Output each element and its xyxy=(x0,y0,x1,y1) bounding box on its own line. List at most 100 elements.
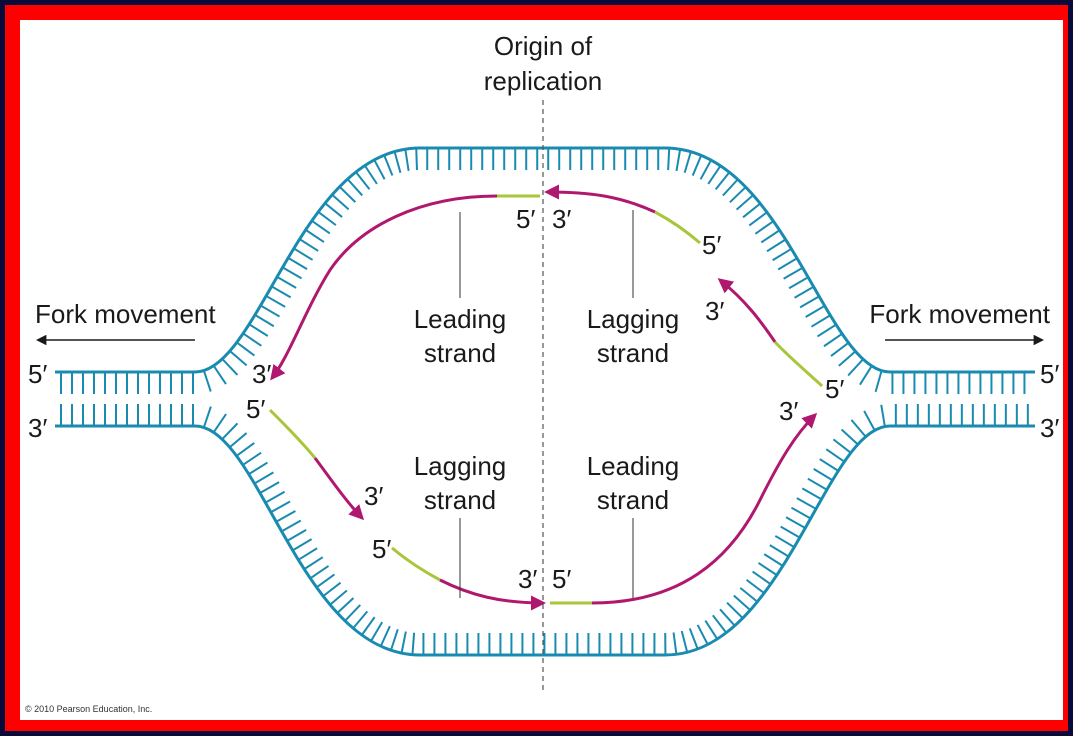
end-label-top-right-3: 3′ xyxy=(705,296,724,326)
base-pair-rung xyxy=(344,604,361,622)
base-pair-rung xyxy=(840,428,859,446)
base-pair-rung xyxy=(719,608,736,627)
base-pair-rung xyxy=(742,202,761,219)
end-label-right-top-5: 5′ xyxy=(1040,359,1059,389)
base-pair-rung xyxy=(722,178,739,197)
base-pair-rung xyxy=(754,220,774,235)
base-pair-rung xyxy=(830,341,850,357)
end-label-top-center-3: 3′ xyxy=(552,204,571,234)
base-pair-rung xyxy=(248,323,269,337)
base-pair-rung xyxy=(825,448,845,463)
base-pair-rung xyxy=(813,468,834,482)
lagging-fragment-top-right xyxy=(544,184,656,214)
base-pair-rung xyxy=(324,202,343,218)
primer-top-right-2 xyxy=(773,340,824,388)
base-pair-rung xyxy=(780,525,801,539)
base-pair-rung xyxy=(850,419,867,438)
base-pair-rung xyxy=(329,589,348,606)
primer-bottom-left-1 xyxy=(268,408,317,459)
base-pair-rung xyxy=(745,579,765,594)
base-pair-rung xyxy=(338,186,357,203)
base-pair-rung xyxy=(863,410,876,431)
base-pair-rung xyxy=(823,333,843,348)
base-pair-rung xyxy=(672,632,678,655)
end-label-bottom-left-3: 3′ xyxy=(364,481,383,511)
base-pair-rung xyxy=(832,438,852,454)
end-label-right-bottom-3: 3′ xyxy=(1040,413,1059,443)
base-pair-rung xyxy=(774,535,795,548)
base-pair-rung xyxy=(699,159,713,180)
base-pair-rung xyxy=(275,510,296,523)
lagging-fragment-top-right-2 xyxy=(717,278,777,343)
base-pair-rung xyxy=(810,314,831,328)
parental-strand-bottom xyxy=(55,424,1035,657)
base-pair-rung xyxy=(292,538,313,552)
base-pair-rung xyxy=(704,620,719,640)
base-pair-rung xyxy=(253,471,274,485)
base-pair-rung xyxy=(322,581,342,597)
base-pair-rung xyxy=(264,490,286,504)
end-label-left-top-5: 5′ xyxy=(28,359,47,389)
base-pair-rung xyxy=(748,211,768,227)
base-pair-rung xyxy=(772,247,792,262)
base-pair-rung xyxy=(783,266,804,280)
base-pair-rung xyxy=(305,229,325,243)
leading-strand-top-label-1: Leading xyxy=(414,304,507,334)
base-pair-rung xyxy=(696,624,709,645)
base-pair-rung xyxy=(766,238,787,253)
base-pair-rung xyxy=(221,358,239,376)
base-pair-rung xyxy=(202,406,212,428)
base-pair-rung xyxy=(769,544,790,558)
base-pair-rung xyxy=(355,171,371,190)
base-pair-rung xyxy=(286,529,307,542)
parental-strand-top xyxy=(55,146,1035,374)
base-pair-rung xyxy=(260,304,281,318)
base-pair-rung xyxy=(254,314,275,328)
base-pair-rung xyxy=(235,442,255,457)
end-label-top-right-5: 5′ xyxy=(702,230,721,260)
base-pair-rung xyxy=(248,461,268,476)
base-pair-rung xyxy=(752,570,772,586)
lagging-fragment-bottom-left-1 xyxy=(313,457,365,521)
base-pair-rung xyxy=(788,276,809,290)
base-pair-rung xyxy=(317,211,337,226)
base-pair-rung xyxy=(316,573,336,589)
base-pair-rung xyxy=(242,451,262,466)
lagging-strand-bottom-label-1: Lagging xyxy=(414,451,507,481)
end-label-bottom-mid-5: 5′ xyxy=(372,534,391,564)
base-pair-rung xyxy=(735,194,754,211)
origin-label-line1: Origin of xyxy=(494,31,593,61)
base-pair-rung xyxy=(799,295,820,309)
base-pair-rung xyxy=(276,275,297,289)
base-pair-rung xyxy=(790,506,812,520)
base-pair-rung xyxy=(847,358,864,377)
leading-strand-bottom-label-1: Leading xyxy=(587,451,680,481)
base-pair-rung xyxy=(242,332,262,347)
base-pair-rung xyxy=(370,621,384,642)
base-pair-rung xyxy=(729,186,747,204)
base-pair-rung xyxy=(680,630,689,653)
base-pair-rung xyxy=(379,625,391,647)
base-pair-rung xyxy=(212,413,227,433)
leading-strand-bottom-label-2: strand xyxy=(597,485,669,515)
base-pair-rung xyxy=(373,159,386,180)
origin-label-line2: replication xyxy=(484,66,603,96)
base-pair-rung xyxy=(667,148,671,171)
fork-movement-left-label: Fork movement xyxy=(35,299,216,329)
base-pair-rung xyxy=(404,149,410,172)
base-pair-rung xyxy=(336,597,355,614)
copyright-text: © 2010 Pearson Education, Inc. xyxy=(25,704,152,714)
base-pair-rung xyxy=(271,285,292,299)
base-pair-rung xyxy=(411,632,416,655)
primer-bottom-left-2 xyxy=(391,546,441,582)
base-pair-rung xyxy=(816,323,837,338)
leading-strand-top-left xyxy=(270,194,498,381)
base-pair-rung xyxy=(688,628,699,650)
base-pair-rung xyxy=(299,238,319,252)
end-label-bottom-center-3: 3′ xyxy=(518,564,537,594)
base-pair-rung xyxy=(400,631,407,654)
base-pair-rung xyxy=(287,256,308,270)
base-pair-rung xyxy=(707,165,722,185)
base-pair-rung xyxy=(282,266,303,280)
